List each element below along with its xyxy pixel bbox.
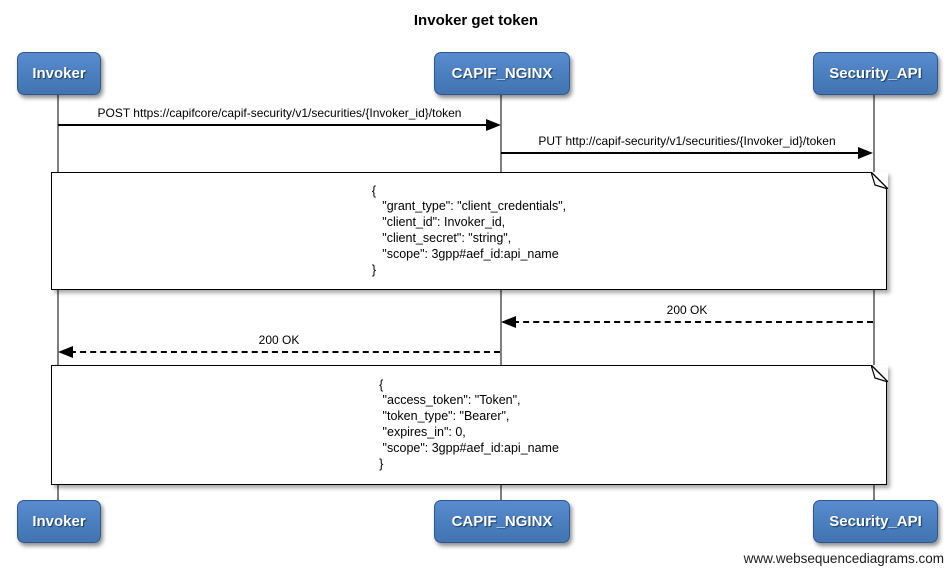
note-text: { "access_token": "Token", "token_type":… xyxy=(379,377,559,471)
actor-box-security-api-top: Security_API xyxy=(813,52,938,95)
message-line xyxy=(501,152,861,154)
actor-box-invoker-bottom: Invoker xyxy=(17,500,101,543)
arrowhead-right-icon xyxy=(858,147,873,159)
watermark: www.websequencediagrams.com xyxy=(743,551,944,566)
note-box-response-body: { "access_token": "Token", "token_type":… xyxy=(51,364,888,485)
message-label-put-token: PUT http://capif-security/v1/securities/… xyxy=(538,134,836,148)
diagram-title: Invoker get token xyxy=(413,12,539,29)
message-line-dashed xyxy=(70,351,500,353)
note-fold-icon xyxy=(870,364,888,382)
message-line-dashed xyxy=(513,321,873,323)
arrowhead-left-icon xyxy=(501,316,516,328)
message-label-200-ok: 200 OK xyxy=(666,303,708,317)
message-label-200-ok: 200 OK xyxy=(258,333,300,347)
lifeline-security-api xyxy=(873,94,875,500)
note-box-request-body: { "grant_type": "client_credentials", "c… xyxy=(51,171,888,290)
lifeline-capif-nginx xyxy=(500,94,502,500)
note-text: { "grant_type": "client_credentials", "c… xyxy=(371,183,567,277)
arrowhead-left-icon xyxy=(58,346,73,358)
note-fold-icon xyxy=(870,171,888,189)
actor-box-capif-nginx-top: CAPIF_NGINX xyxy=(434,52,570,95)
lifeline-invoker xyxy=(57,94,59,500)
arrowhead-right-icon xyxy=(486,119,501,131)
actor-box-invoker-top: Invoker xyxy=(17,52,101,95)
message-line xyxy=(58,124,489,126)
actor-box-capif-nginx-bottom: CAPIF_NGINX xyxy=(434,500,570,543)
message-label-post-token: POST https://capifcore/capif-security/v1… xyxy=(97,106,462,120)
actor-box-security-api-bottom: Security_API xyxy=(813,500,938,543)
